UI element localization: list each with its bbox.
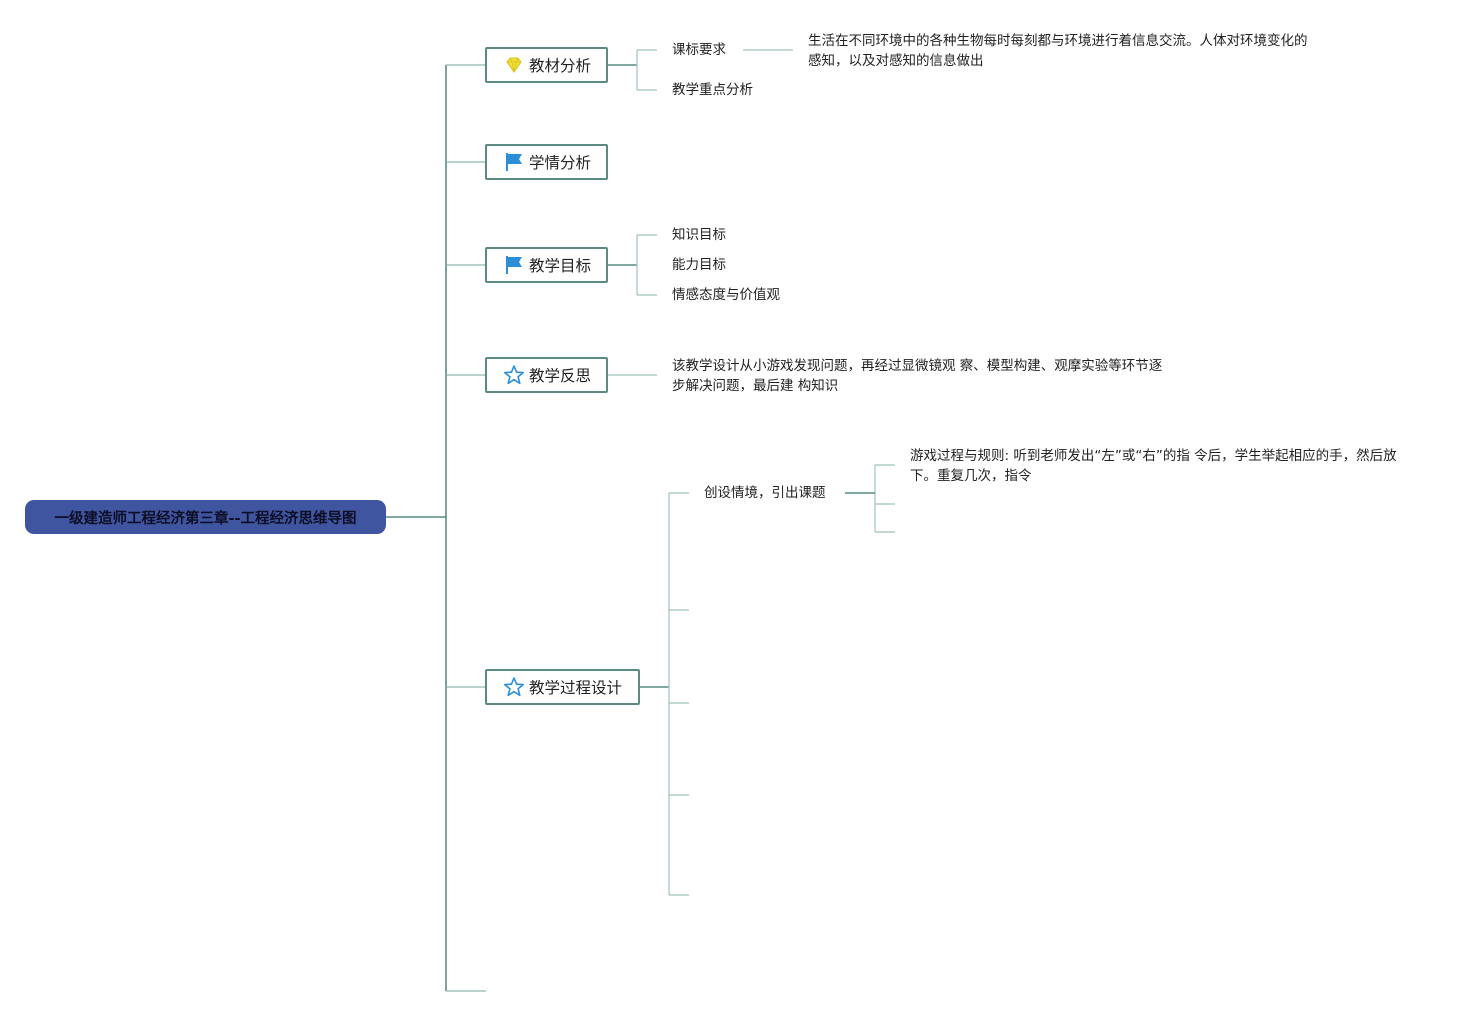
topic-student-analysis[interactable]: 学情分析 [485,144,608,180]
leaf-ability-goal[interactable]: 能力目标 [672,257,726,273]
topic-label: 教学反思 [529,367,592,385]
topic-label: 学情分析 [529,154,592,172]
topic-label: 教学目标 [529,257,592,275]
leaf-create-situation[interactable]: 创设情境，引出课题 [704,485,826,501]
diamond-icon [503,54,525,76]
note-game-rules[interactable]: 游戏过程与规则: 听到老师发出“左”或“右”的指 令后，学生举起相应的手，然后放… [910,448,1397,484]
star-icon [503,676,525,698]
flag-icon [503,151,525,173]
topic-textbook-analysis[interactable]: 教材分析 [485,47,608,83]
leaf-knowledge-goal[interactable]: 知识目标 [672,227,726,243]
leaf-key-points-analysis[interactable]: 教学重点分析 [672,82,753,98]
topic-teaching-process[interactable]: 教学过程设计 [485,669,640,705]
leaf-attitude-goal[interactable]: 情感态度与价值观 [672,287,780,303]
root-topic[interactable]: 一级建造师工程经济第三章--工程经济思维导图 [25,500,386,534]
star-icon [503,364,525,386]
topic-teaching-reflection[interactable]: 教学反思 [485,357,608,393]
note-reflection-detail[interactable]: 该教学设计从小游戏发现问题，再经过显微镜观 察、模型构建、观摩实验等环节逐步解决… [672,358,1163,394]
leaf-curriculum-requirements[interactable]: 课标要求 [672,42,726,58]
flag-icon [503,254,525,276]
note-curriculum-detail[interactable]: 生活在不同环境中的各种生物每时每刻都与环境进行着信息交流。人体对环境变化的感知，… [808,33,1308,69]
topic-label: 教学过程设计 [529,679,623,697]
topic-teaching-goals[interactable]: 教学目标 [485,247,608,283]
topic-label: 教材分析 [529,57,592,75]
